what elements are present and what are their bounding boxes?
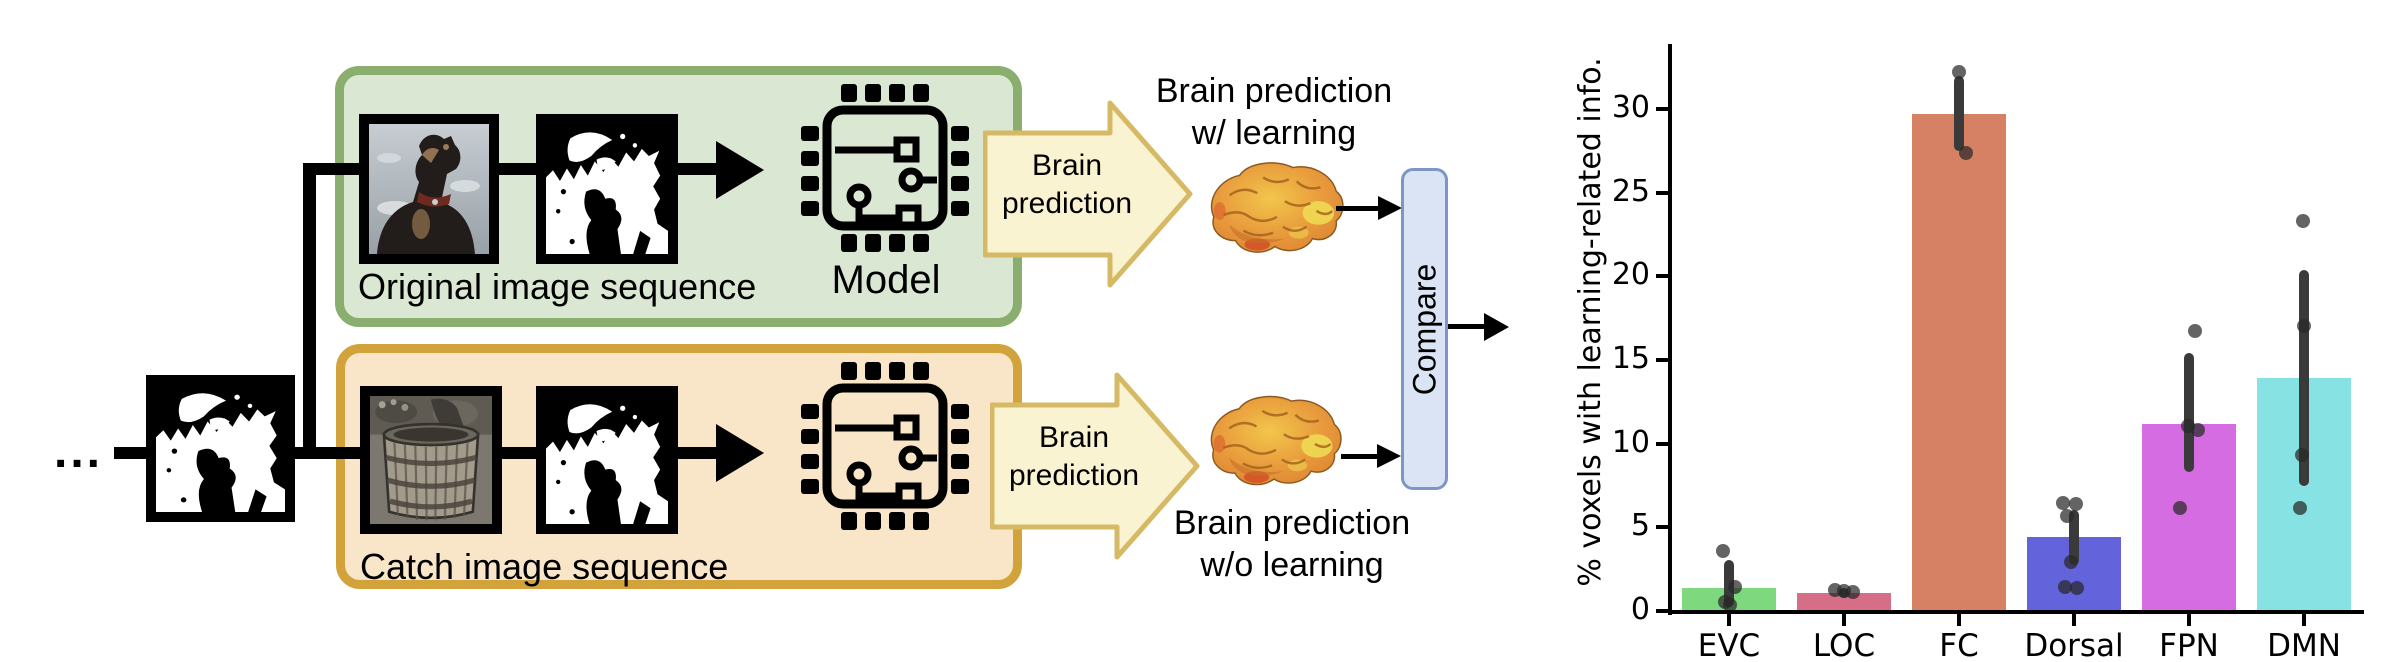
y-tick-label: 20 (1611, 257, 1650, 293)
arrowhead-output (1484, 313, 1509, 341)
brain-prediction-arrow-bottom (990, 372, 1200, 560)
y-tick (1656, 609, 1668, 613)
arrowhead-to-model-bottom (716, 424, 764, 482)
data-point-FPN (2188, 323, 2202, 338)
x-axis-spine (1668, 610, 2364, 614)
y-tick (1656, 441, 1668, 446)
y-tick-label: 25 (1611, 173, 1650, 209)
y-tick (1656, 107, 1668, 112)
arrow-label-top: Brain prediction (1001, 149, 1133, 220)
data-point-EVC (1723, 598, 1737, 613)
y-tick-label: 5 (1630, 508, 1650, 544)
bar-LOC (1797, 592, 1891, 611)
data-point-FC (1952, 65, 1966, 80)
connector-line (303, 163, 363, 175)
data-point-Dorsal (2069, 496, 2083, 511)
arrowhead-to-model-top (716, 141, 764, 199)
data-point-Dorsal (2064, 554, 2078, 569)
connector-line (676, 447, 718, 459)
data-point-Dorsal (2058, 579, 2072, 594)
arrow-label-bottom: Brain prediction (1008, 421, 1140, 492)
error-bar-Dorsal (2069, 509, 2079, 565)
error-bar-FPN (2184, 353, 2194, 473)
y-tick-label: 15 (1611, 341, 1650, 377)
y-tick-label: 10 (1611, 424, 1650, 460)
x-tick (2187, 614, 2191, 626)
catch-sequence-label: Catch image sequence (360, 546, 729, 587)
data-point-FPN (2191, 423, 2205, 438)
bucket-photo (360, 386, 502, 534)
bar-FC (1912, 114, 2006, 611)
x-tick-label-FPN: FPN (2159, 628, 2219, 662)
x-tick-label-DMN: DMN (2267, 628, 2341, 662)
data-point-EVC (1728, 580, 1742, 595)
x-tick (1957, 614, 1961, 626)
data-point-Dorsal (2056, 496, 2070, 511)
connector-line (114, 447, 148, 459)
binary-image (536, 114, 678, 264)
x-tick-label-FC: FC (1939, 628, 1979, 662)
dog-photo (359, 114, 499, 264)
x-tick (1842, 614, 1846, 626)
data-point-EVC (1716, 544, 1730, 559)
data-point-DMN (2296, 214, 2310, 229)
error-bar-DMN (2299, 269, 2309, 486)
y-axis-title: % voxels with learning-related info. (1573, 57, 1608, 587)
x-tick (2302, 614, 2306, 626)
x-tick-label-LOC: LOC (1812, 628, 1876, 662)
arrow-line (1448, 324, 1488, 329)
y-tick (1656, 358, 1668, 363)
y-tick (1656, 274, 1668, 279)
branch-line (303, 163, 316, 459)
y-tick (1656, 525, 1668, 530)
y-axis-spine (1668, 44, 1672, 615)
original-sequence-label: Original image sequence (358, 266, 757, 307)
data-point-DMN (2297, 318, 2311, 333)
heading-with-learning: Brain prediction w/ learning (1155, 72, 1393, 152)
y-tick-label: 30 (1611, 90, 1650, 126)
data-point-DMN (2293, 501, 2307, 516)
x-tick (1727, 614, 1731, 626)
arrow-line (1341, 454, 1381, 459)
y-tick (1656, 190, 1668, 195)
arrow-line (1336, 206, 1382, 211)
error-bar-FC (1954, 75, 1964, 151)
sequence-ellipsis: ... (54, 425, 104, 478)
heading-without-learning: Brain prediction w/o learning (1173, 504, 1411, 584)
y-tick-label: 0 (1630, 592, 1650, 627)
arrowhead-to-compare-top (1378, 196, 1402, 220)
brain-prediction-arrow-top (983, 100, 1193, 288)
data-point-DMN (2295, 448, 2309, 463)
connector-line (497, 163, 539, 175)
x-tick (2072, 614, 2076, 626)
data-point-Dorsal (2060, 509, 2074, 524)
data-point-FPN (2173, 501, 2187, 516)
arrowhead-to-compare-bottom (1377, 444, 1401, 468)
connector-line (500, 447, 538, 459)
x-tick-label-Dorsal: Dorsal (2024, 628, 2124, 662)
data-point-Dorsal (2070, 581, 2084, 596)
x-tick-label-EVC: EVC (1697, 628, 1761, 662)
data-point-FC (1959, 145, 1973, 160)
model-label: Model (831, 258, 941, 302)
data-point-LOC (1846, 585, 1860, 600)
connector-line (676, 163, 718, 175)
compare-box: Compare (1401, 168, 1448, 490)
binary-image (146, 375, 295, 522)
binary-image (536, 386, 678, 534)
